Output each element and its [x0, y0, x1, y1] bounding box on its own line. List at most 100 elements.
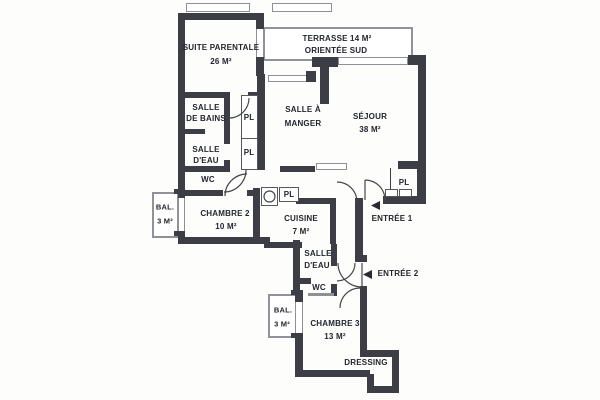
- closet-box: [279, 187, 299, 202]
- wall: [418, 55, 426, 167]
- wall: [257, 74, 265, 170]
- wall: [178, 13, 185, 198]
- wall: [174, 231, 185, 236]
- wall: [295, 370, 370, 377]
- entrance-arrow-icon: [363, 270, 372, 279]
- water-heater-box: [261, 187, 278, 206]
- closet-label: PL: [243, 148, 255, 157]
- door-arc: [224, 173, 248, 197]
- window: [338, 57, 408, 65]
- wall: [331, 244, 337, 266]
- door-arc: [339, 287, 361, 309]
- wall: [183, 129, 205, 134]
- wall: [181, 166, 230, 172]
- room-area-cuisine: 7 M²: [292, 227, 310, 236]
- window: [186, 3, 250, 12]
- wall: [181, 92, 230, 98]
- wall: [300, 278, 311, 284]
- room-label-chambre-2: CHAMBRE 2: [200, 209, 250, 218]
- wall: [256, 13, 264, 29]
- partition-line: [308, 293, 334, 296]
- room-area-balcon-1: 3 M²: [157, 216, 173, 226]
- wall: [280, 166, 315, 172]
- wall: [360, 350, 399, 357]
- room-label-salle-eau-1: SALLE: [192, 145, 220, 154]
- wall: [367, 386, 399, 393]
- wall: [247, 190, 256, 196]
- window: [268, 75, 307, 82]
- room-label-salle-a-manger-2: MANGER: [284, 119, 322, 128]
- wall: [181, 190, 223, 196]
- wall: [367, 374, 374, 388]
- door-arc: [337, 262, 363, 288]
- room-label-balcon-1: BAL.: [155, 202, 175, 212]
- wall: [408, 55, 426, 65]
- window: [272, 3, 332, 12]
- room-label-wc-2: WC: [312, 283, 326, 292]
- room-label-salle-eau-2-2: D'EAU: [304, 261, 330, 270]
- room-label-entree-2: ENTRÉE 2: [377, 269, 419, 278]
- closet-label: PL: [398, 178, 410, 187]
- room-label-salle-a-manger: SALLE À: [285, 105, 321, 114]
- wall: [296, 198, 336, 204]
- wall: [224, 160, 230, 170]
- wall: [264, 242, 302, 248]
- room-label-cuisine: CUISINE: [284, 214, 318, 223]
- closet-door-panel: [385, 189, 398, 197]
- wall: [417, 161, 426, 204]
- room-label-salle-eau-1-2: D'EAU: [193, 156, 219, 165]
- room-label-balcon-2: BAL.: [273, 305, 293, 315]
- closet-box: [241, 138, 258, 170]
- room-area-sejour: 38 M²: [359, 125, 381, 134]
- wall: [178, 237, 270, 244]
- balcony-1-outline: [152, 192, 179, 238]
- wall: [360, 286, 367, 352]
- wall: [331, 284, 337, 296]
- closet-door-panel: [399, 189, 412, 197]
- wall: [392, 350, 399, 393]
- entrance-arrow-icon: [371, 201, 380, 210]
- wall: [320, 66, 329, 104]
- wall: [295, 335, 303, 375]
- room-label-terrasse: TERRASSE 14 M²: [302, 34, 372, 43]
- door-arc: [336, 181, 358, 203]
- wall: [295, 293, 303, 302]
- wall: [312, 57, 338, 67]
- room-label-suite-parentale: SUITE PARENTALE: [182, 43, 260, 52]
- room-label-salle-eau-2: SALLE: [304, 249, 332, 258]
- room-area-chambre-3: 13 M²: [324, 332, 346, 341]
- wall: [256, 57, 264, 76]
- closet-label: PL: [243, 113, 255, 122]
- room-label-sejour: SÉJOUR: [352, 112, 388, 121]
- wall: [390, 168, 391, 197]
- wall: [355, 255, 367, 262]
- room-label-entree-1: ENTRÉE 1: [371, 214, 413, 223]
- wall: [224, 96, 230, 144]
- wall: [306, 71, 316, 82]
- door-arc: [223, 169, 247, 193]
- wall: [178, 13, 263, 20]
- room-area-balcon-2: 3 M²: [274, 319, 290, 329]
- room-label-dressing: DRESSING: [344, 358, 388, 367]
- radiator: [316, 163, 347, 170]
- closet-label: PL: [283, 190, 295, 199]
- door-arc: [364, 179, 386, 201]
- wall: [355, 198, 363, 260]
- door-arc: [336, 262, 356, 282]
- room-label-terrasse-orientation: ORIENTÉE SUD: [304, 46, 368, 55]
- wall: [174, 189, 185, 194]
- room-label-salle-de-bains-2: DE BAINS: [186, 114, 226, 123]
- room-label-chambre-3: CHAMBRE 3: [310, 319, 360, 328]
- room-area-chambre-2: 10 M²: [215, 222, 237, 231]
- wall: [383, 196, 426, 204]
- room-label-wc-1: WC: [201, 175, 215, 184]
- window: [295, 301, 303, 336]
- wall: [291, 290, 303, 295]
- wall: [253, 188, 260, 237]
- balcony-2-outline: [268, 294, 298, 338]
- room-label-salle-de-bains: SALLE: [192, 103, 220, 112]
- room-area-suite-parentale: 26 M²: [210, 57, 232, 66]
- wall: [293, 240, 300, 295]
- wall: [398, 161, 426, 169]
